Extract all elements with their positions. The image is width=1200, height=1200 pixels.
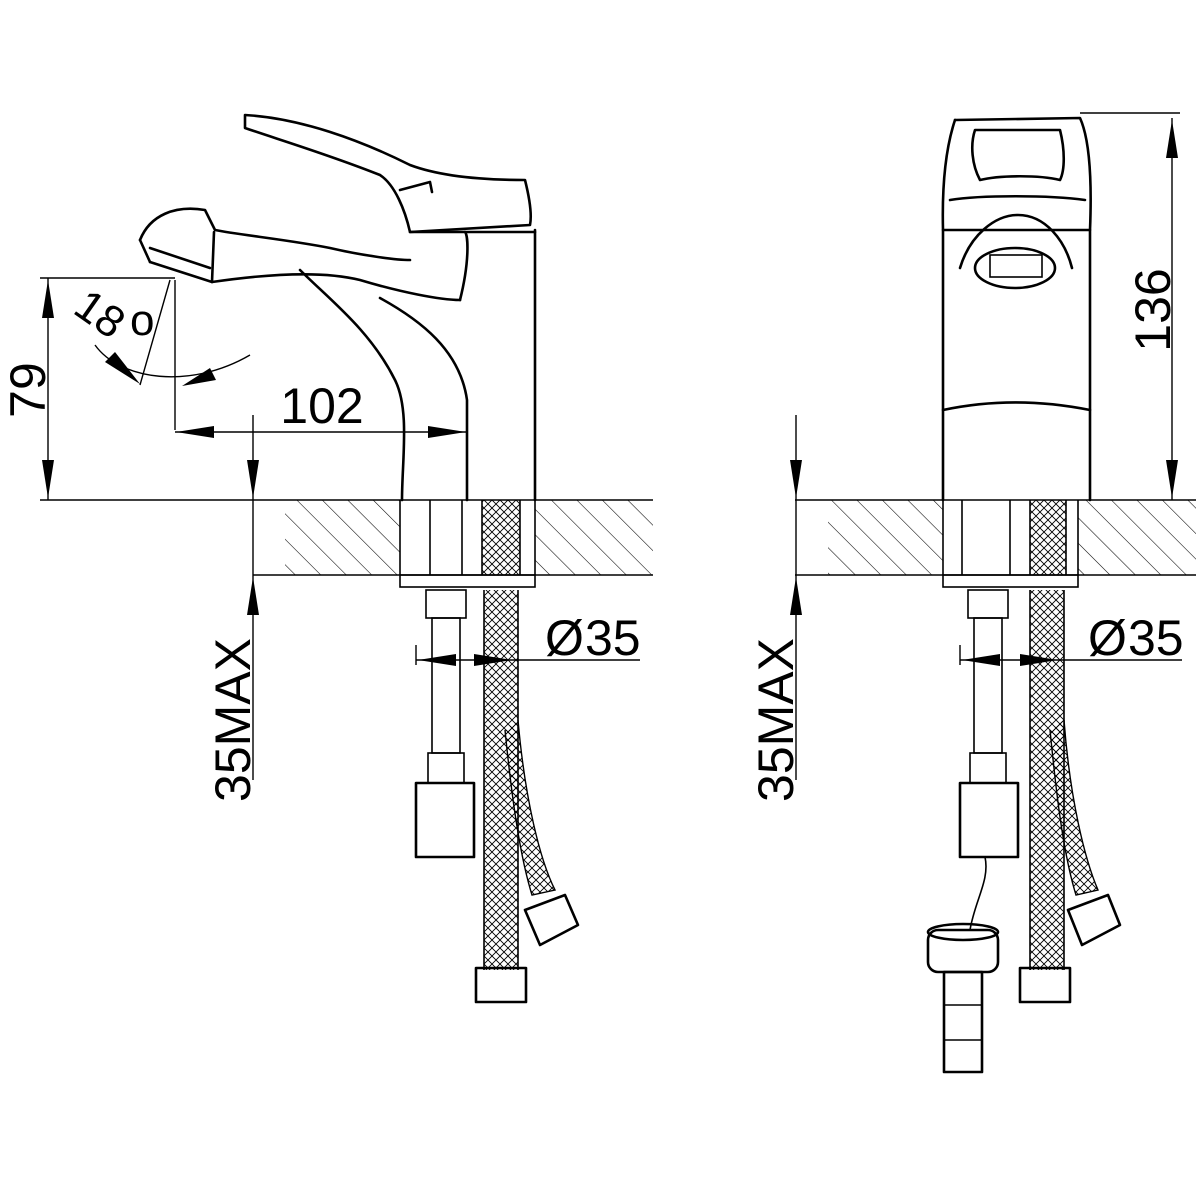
supply-hoses-side: [414, 589, 580, 1004]
thickness-label-side: 35MAX: [205, 638, 261, 802]
side-view: 18 o 79 102 35MAX: [0, 113, 653, 1004]
countertop-section-front: [795, 499, 1196, 588]
countertop-section-side: [253, 499, 653, 588]
diameter-dimension-front: Ø 35: [959, 610, 1184, 666]
diameter-symbol-front: Ø: [1088, 610, 1127, 666]
faucet-body-front: [941, 116, 1092, 502]
diameter-symbol-side: Ø: [545, 610, 584, 666]
supply-hoses-front: [926, 589, 1122, 1074]
angle-label: 18: [66, 280, 134, 348]
thickness-label-front: 35MAX: [748, 638, 804, 802]
reach-label: 102: [280, 378, 363, 434]
diameter-dimension-side: Ø 35: [415, 610, 641, 666]
height-label-front: 136: [1125, 268, 1181, 351]
faucet-body-side: [138, 113, 537, 502]
thickness-dimension-front: 35MAX: [748, 415, 804, 802]
height-label-side: 79: [0, 362, 56, 418]
height-dimension-side: 79: [0, 277, 253, 501]
thickness-dimension-side: 35MAX: [205, 415, 261, 802]
diameter-label-side: 35: [585, 610, 641, 666]
diameter-label-front: 35: [1128, 610, 1184, 666]
degree-symbol: o: [130, 296, 154, 345]
spout-angle-dimension: 18 o: [66, 279, 251, 430]
height-dimension-front: 136: [1080, 112, 1181, 500]
reach-dimension: 102: [175, 378, 468, 500]
front-view: 136 35MAX: [748, 112, 1196, 1074]
